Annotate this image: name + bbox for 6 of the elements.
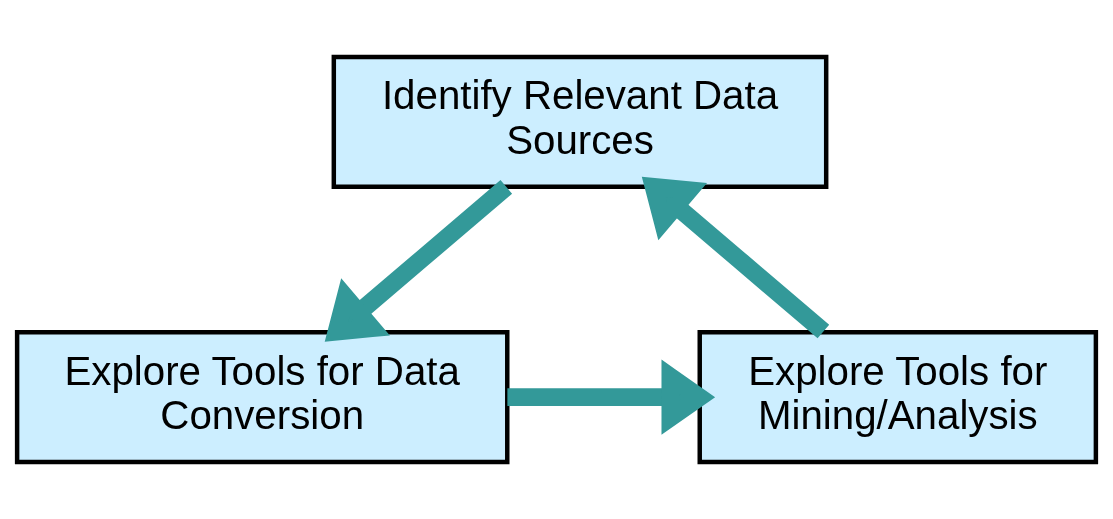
arrow: [641, 176, 830, 339]
arrow: [507, 359, 716, 435]
arrow: [324, 180, 513, 342]
node-box: Explore Tools for Data Conversion: [14, 330, 510, 465]
node-box: Identify Relevant Data Sources: [331, 54, 829, 189]
node-box: Explore Tools for Mining/Analysis: [697, 330, 1099, 465]
